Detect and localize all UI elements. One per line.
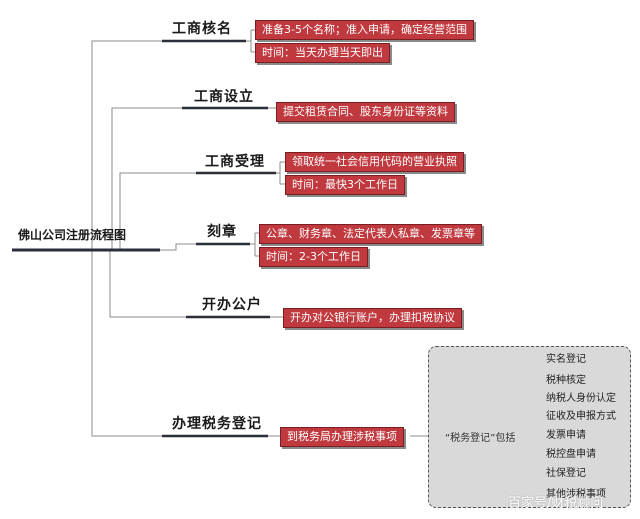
note-step-5-a: 开办对公银行账户，办理扣税协议 [283, 308, 462, 328]
note-step-2-a: 提交租赁合同、股东身份证等资料 [276, 102, 455, 122]
step-title-3: 工商受理 [205, 154, 265, 170]
tax-item: 发票申请 [546, 430, 586, 441]
root-title: 佛山公司注册流程图 [18, 228, 127, 242]
note-step-3-a: 领取统一社会信用代码的营业执照 [285, 152, 464, 172]
note-step-4-b: 时间：2-3个工作日 [259, 247, 368, 267]
tax-registration-label: “税务登记”包括 [445, 433, 516, 444]
tax-item: 税控盘申请 [546, 449, 596, 460]
step-title-5: 开办公户 [202, 297, 262, 313]
connector-step-3 [119, 172, 196, 250]
note-step-3-b: 时间：最快3个工作日 [285, 175, 405, 195]
tax-item: 税种核定 [546, 375, 586, 386]
step-title-1: 工商核名 [172, 21, 232, 37]
note-step-4-a: 公章、财务章、法定代表人私章、发票章等 [259, 224, 482, 244]
connector-step-1 [91, 40, 162, 250]
tax-item: 社保登记 [546, 468, 586, 479]
note-step-1-a: 准备3-5个名称；准入申请，确定经营范围 [255, 20, 474, 40]
step-title-2: 工商设立 [194, 89, 254, 105]
connector-step-2 [111, 107, 182, 250]
note-step-6-a: 到税务局办理涉税事项 [280, 427, 404, 447]
tax-item: 纳税人身份认定 [546, 393, 616, 404]
watermark: 百家号/财税顾问 [508, 496, 604, 511]
connector-step-5 [109, 250, 186, 318]
step-title-4: 刻章 [207, 224, 237, 240]
connector-step-6 [91, 250, 162, 437]
tax-item: 实名登记 [546, 354, 586, 365]
bracket-step-3 [276, 161, 285, 185]
step-title-6: 办理税务登记 [172, 416, 262, 432]
bracket-step-1-path [246, 29, 255, 53]
tax-item: 征收及申报方式 [546, 411, 616, 422]
bracket-step-4 [250, 232, 259, 257]
tax-item: 其他涉税事项 [546, 489, 606, 500]
connector-step-4 [160, 243, 196, 251]
note-step-1-b: 时间：当天办理当天即出 [255, 43, 390, 63]
tax-registration-panel [428, 346, 631, 508]
